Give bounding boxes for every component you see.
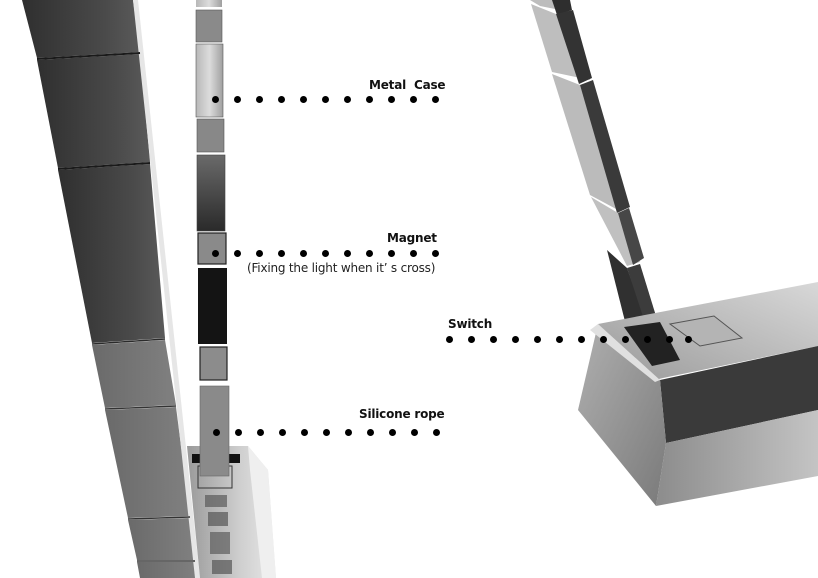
leader-line-metal-case [212, 96, 442, 104]
leader-line-magnet [212, 250, 442, 258]
right-lamp-arm [530, 0, 668, 365]
callout-label-silicone-rope: Silicone rope [359, 407, 445, 421]
leader-line-switch [446, 336, 692, 344]
right-lamp-base [578, 282, 818, 506]
callout-sublabel-magnet: (Fixing the light when it’ s cross) [247, 261, 436, 275]
callout-label-magnet: Magnet [387, 231, 437, 245]
left-lamp-arm [22, 0, 200, 578]
callout-label-switch: Switch [448, 317, 493, 331]
center-segmented-strip [195, 0, 230, 477]
callout-label-metal-case: Metal Case [369, 78, 446, 92]
leader-line-silicone-rope [213, 429, 443, 437]
